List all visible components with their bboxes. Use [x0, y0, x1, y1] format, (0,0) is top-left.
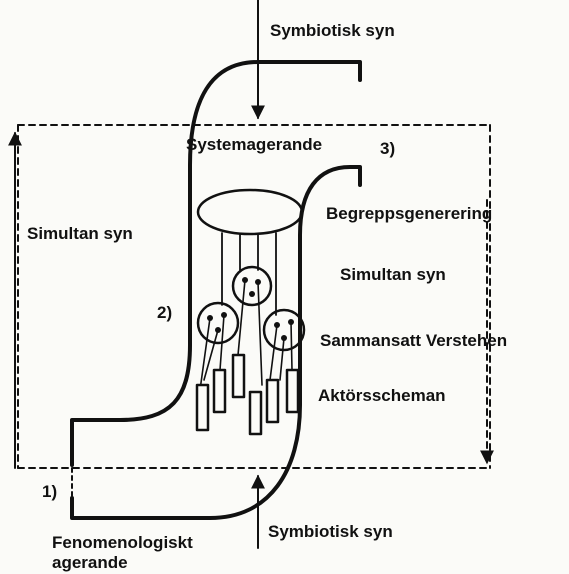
label-marker-1: 1): [42, 483, 57, 500]
label-simultan-left: Simultan syn: [27, 225, 133, 242]
label-sammansatt: Sammansatt Verstehen: [320, 332, 507, 349]
actor-schema-blocks: [197, 355, 298, 434]
label-symbiotisk-bottom: Symbiotisk syn: [268, 523, 393, 540]
label-aktorsscheman: Aktörsscheman: [318, 387, 446, 404]
concept-ellipse: [198, 190, 302, 234]
actor-circles: [198, 267, 304, 350]
label-marker-2: 2): [157, 304, 172, 321]
label-fenomenologiskt: Fenomenologiskt: [52, 534, 193, 551]
label-simultan-right: Simultan syn: [340, 266, 446, 283]
label-symbiotisk-top: Symbiotisk syn: [270, 22, 395, 39]
label-marker-3: 3): [380, 140, 395, 157]
label-begreppsgenerering: Begreppsgenerering: [326, 205, 492, 222]
label-systemagerande: Systemagerande: [186, 136, 322, 153]
label-agerande: agerande: [52, 554, 128, 571]
